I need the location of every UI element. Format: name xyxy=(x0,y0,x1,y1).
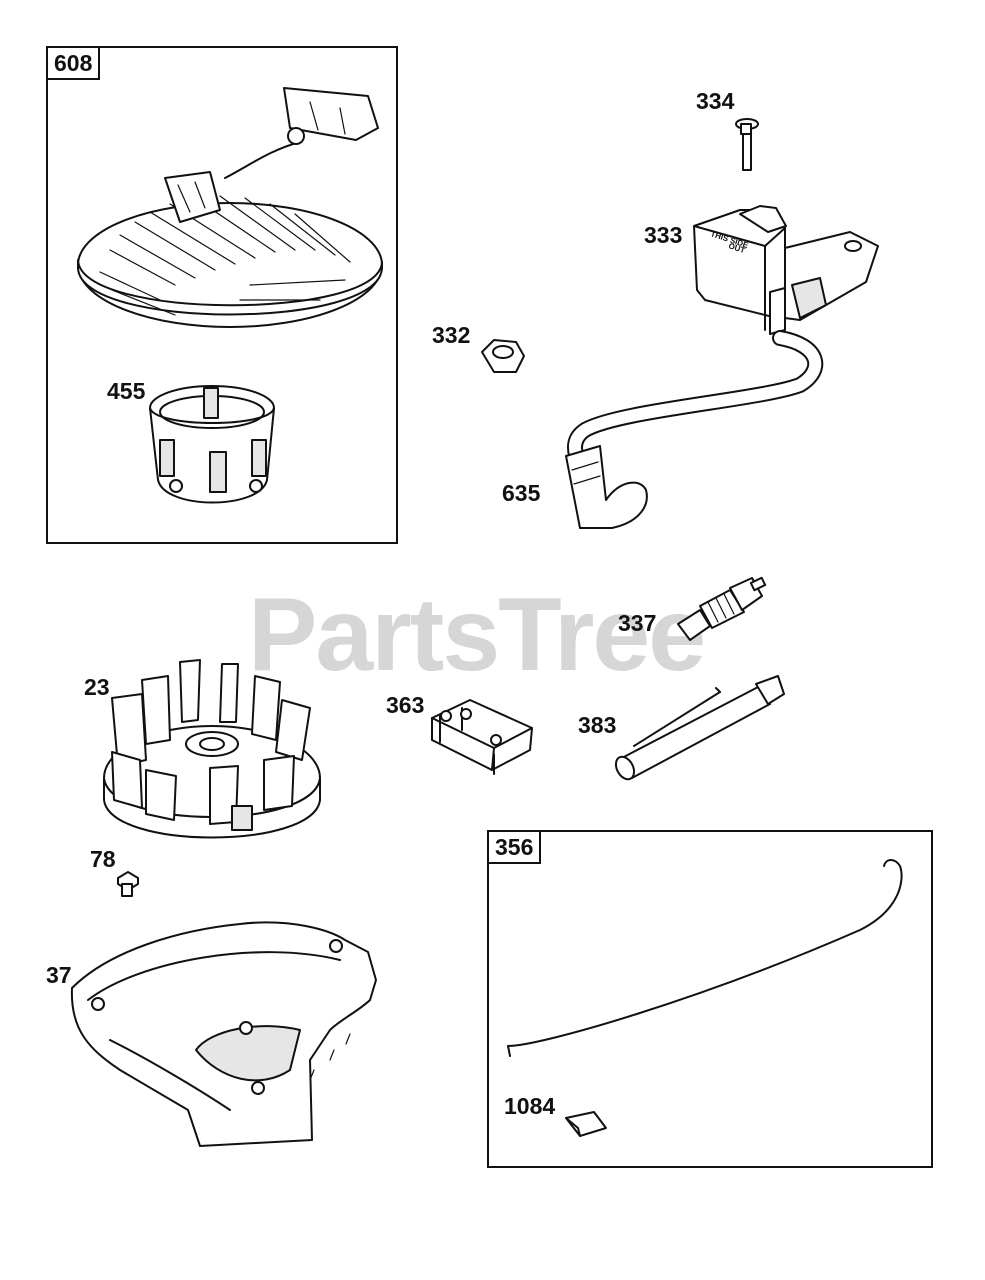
blower-housing-drawing xyxy=(70,921,377,1147)
callout-383: 383 xyxy=(578,712,617,738)
callout-334: 334 xyxy=(696,88,735,114)
flywheel-drawing xyxy=(103,659,321,839)
ignition-coil-drawing: THIS SIDE OUT xyxy=(693,205,879,335)
callout-333: 333 xyxy=(644,222,683,248)
clip-drawing xyxy=(565,1111,607,1137)
callout-635: 635 xyxy=(502,480,541,506)
starter-cup-drawing xyxy=(149,385,275,504)
bracket-drawing xyxy=(431,699,533,775)
callout-332: 332 xyxy=(432,322,471,348)
callout-455: 455 xyxy=(107,378,146,404)
kit-label-356: 356 xyxy=(487,830,542,864)
callout-1084: 1084 xyxy=(504,1093,556,1119)
recoil-starter-drawing xyxy=(77,87,383,328)
spark-plug-lead-drawing xyxy=(565,330,824,529)
kit-box-608 xyxy=(46,46,398,544)
bolt-334-drawing xyxy=(735,118,759,171)
bolt-78-drawing xyxy=(117,871,139,897)
callout-363: 363 xyxy=(386,692,425,718)
callout-78: 78 xyxy=(90,846,116,872)
spark-plug-drawing xyxy=(677,576,767,641)
governor-link-drawing xyxy=(507,859,903,1057)
callout-23: 23 xyxy=(84,674,110,700)
kit-label-608: 608 xyxy=(46,46,101,80)
watermark: PartsTree xyxy=(248,577,706,693)
spark-plug-wrench-drawing xyxy=(614,675,785,781)
hex-nut-drawing xyxy=(481,339,525,373)
callout-37: 37 xyxy=(46,962,72,988)
kit-box-356 xyxy=(487,830,933,1168)
callout-337: 337 xyxy=(618,610,657,636)
